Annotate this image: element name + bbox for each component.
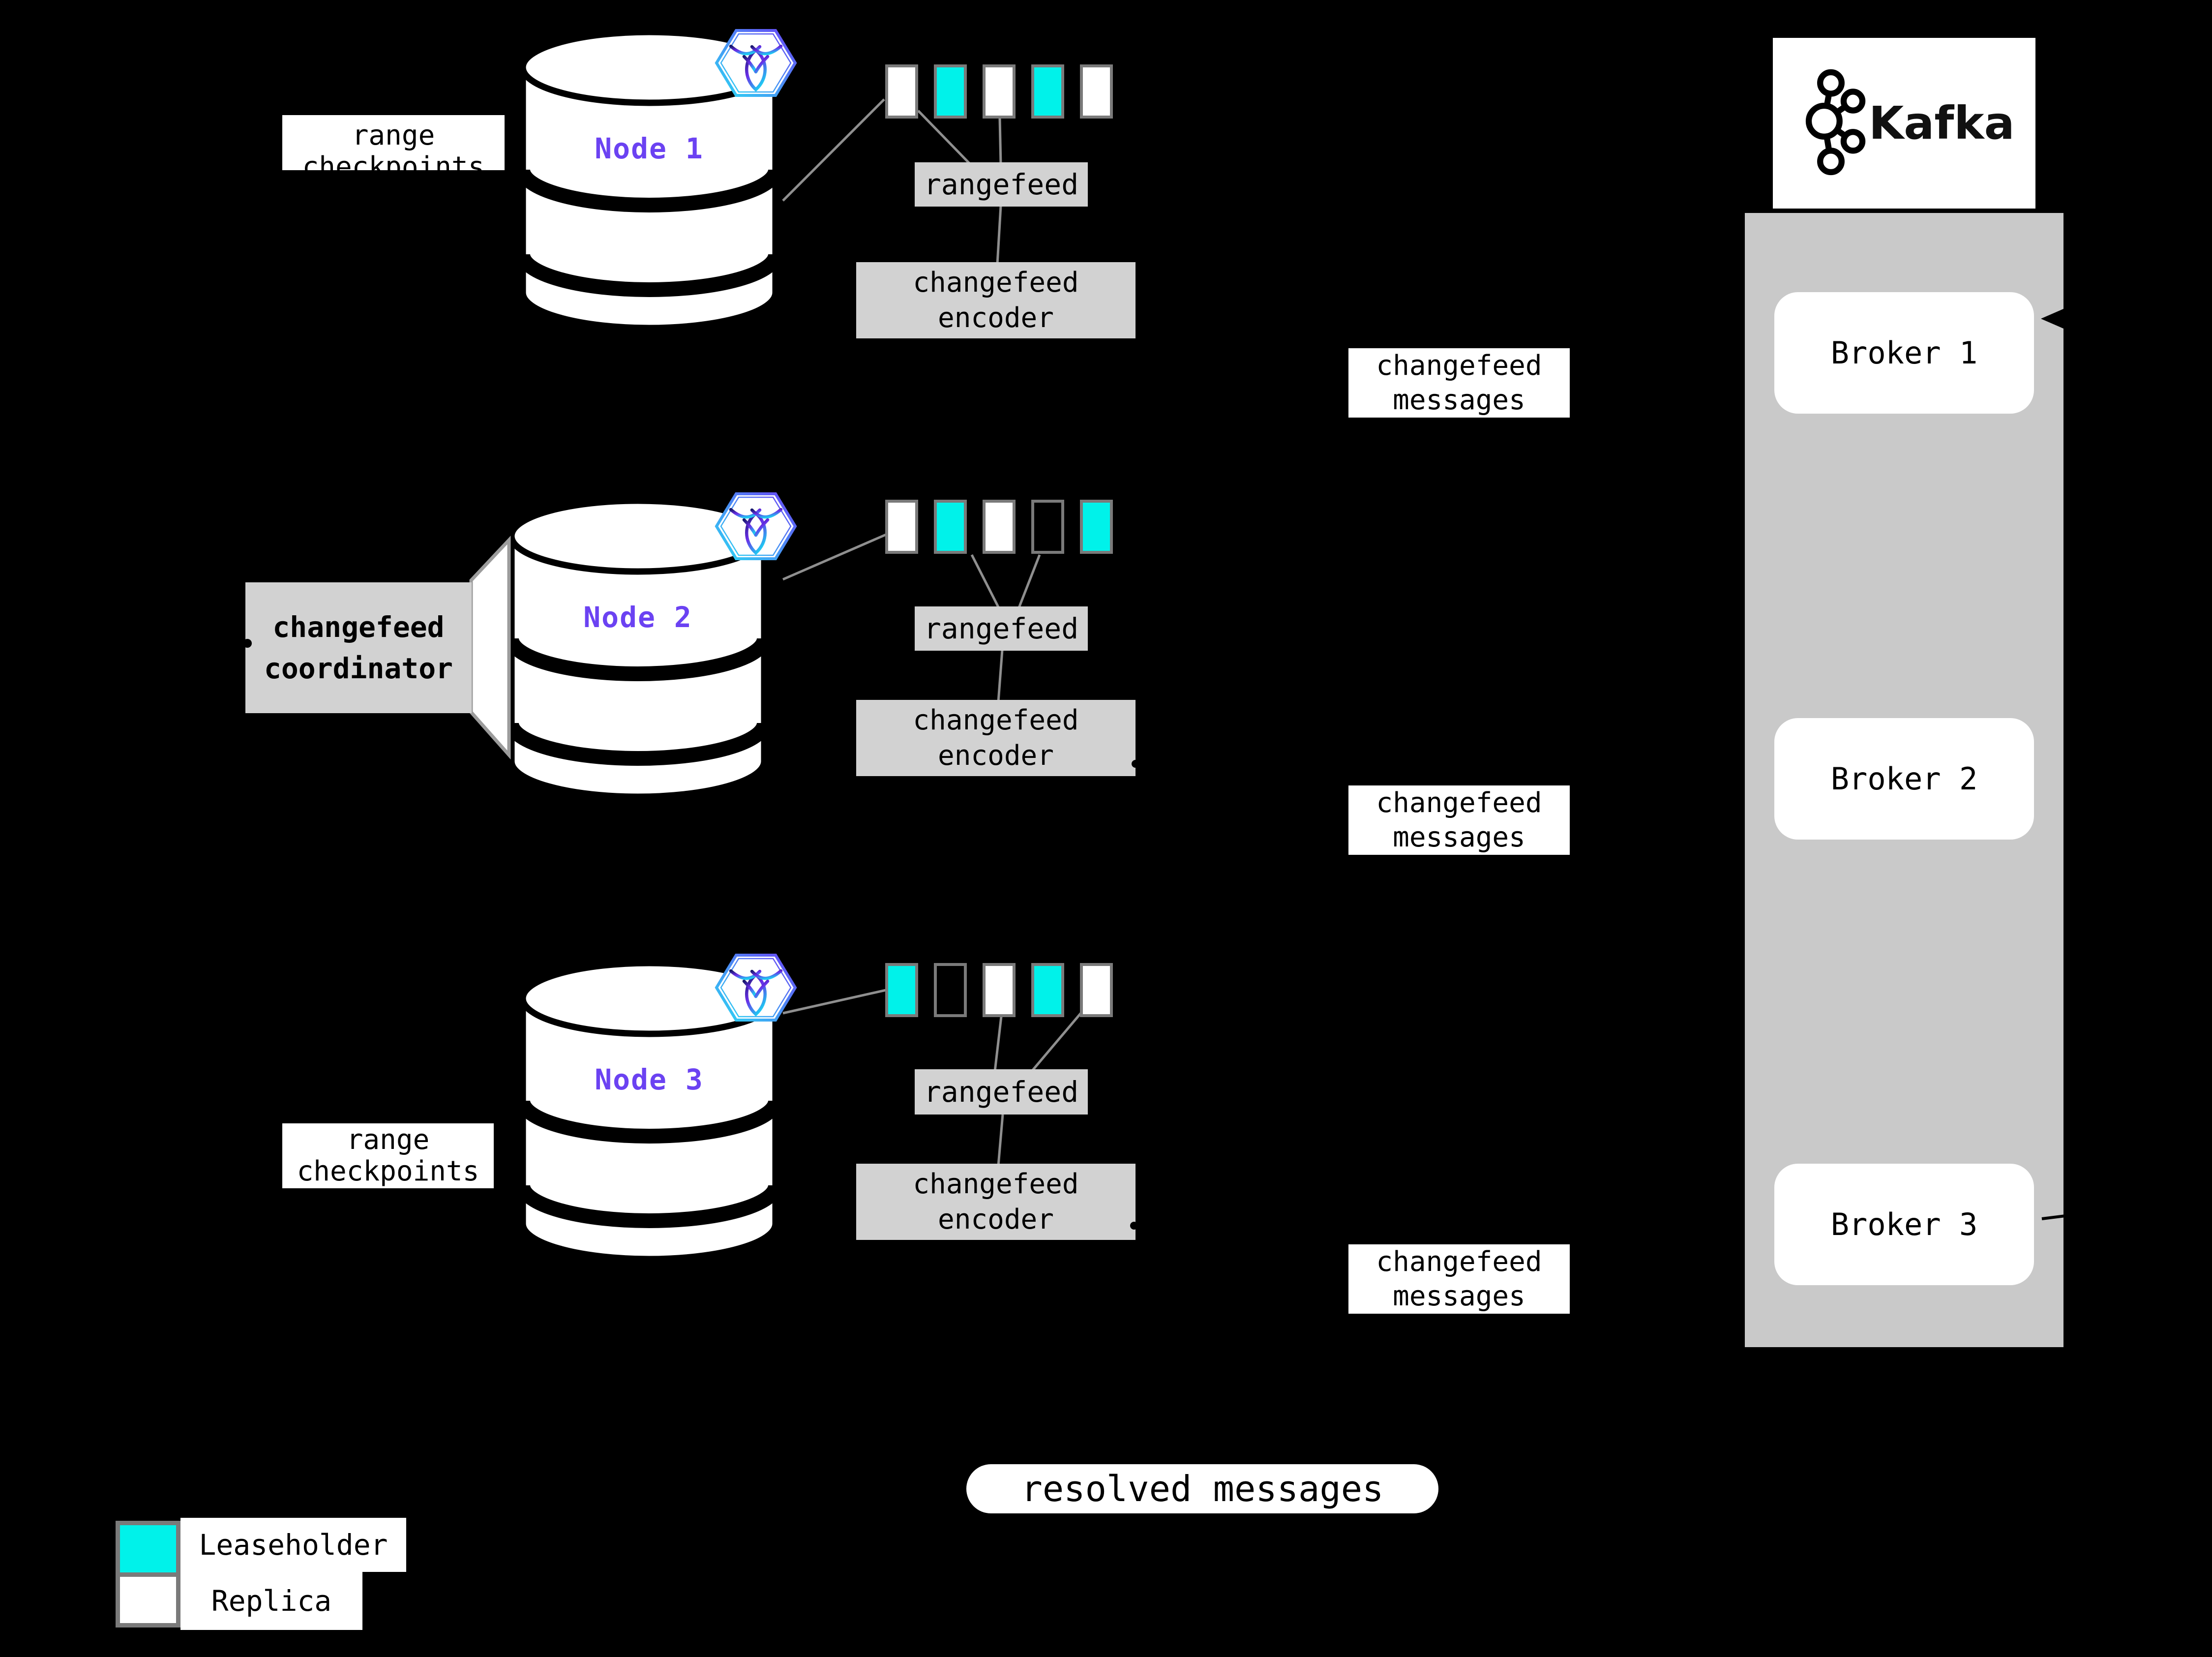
node-1-label: Node 1 [595,132,704,165]
kafka-broker-3: Broker 3 [1774,1164,2034,1285]
changefeed-encoder-box-node1: changefeed encoder [856,262,1136,338]
rangefeed-box-node3: rangefeed [915,1069,1088,1115]
broker-1-label: Broker 1 [1830,335,1978,371]
changefeed-encoder-box-node3: changefeed encoder [856,1164,1136,1240]
node-3-database-cylinder [519,960,779,1263]
rangefeed-box-node1: rangefeed [915,162,1088,207]
changefeed-encoder-box-node2: changefeed encoder [856,700,1136,776]
node-3-label: Node 3 [595,1063,704,1096]
range-square [1080,963,1113,1017]
range-square [1031,963,1064,1017]
kafka-broker-1: Broker 1 [1774,292,2034,414]
changefeed-messages-label-1: changefeed messages [1348,348,1570,418]
range-square [934,64,967,119]
node-2-database-cylinder [508,497,768,800]
changefeed-messages-label-2: changefeed messages [1348,785,1570,855]
range-checkpoints-label-node1: range checkpoints [282,115,505,170]
kafka-title: Kafka [1869,97,2015,150]
rangefeed-box-node2: rangefeed [915,606,1088,651]
range-square [983,64,1016,119]
range-square [885,963,918,1017]
range-square [1080,500,1113,554]
cockroachdb-icon [715,492,797,560]
range-checkpoints-label-node3: range checkpoints [282,1123,494,1188]
cockroachdb-icon [715,954,797,1022]
broker-2-label: Broker 2 [1830,761,1978,797]
range-square [1031,64,1064,119]
broker-3-label: Broker 3 [1830,1206,1978,1242]
range-square [885,500,918,554]
node-2-label: Node 2 [583,601,692,634]
node-1-database-cylinder [519,29,779,331]
range-square [1080,64,1113,119]
kafka-icon [1805,69,1866,176]
range-square [934,500,967,554]
range-square [983,963,1016,1017]
resolved-messages-label: resolved messages [966,1464,1438,1513]
kafka-broker-2: Broker 2 [1774,718,2034,840]
range-square [983,500,1016,554]
range-square [934,963,967,1017]
range-square [885,64,918,119]
changefeed-coordinator-label: changefeed coordinator [245,582,472,713]
range-square [1031,500,1064,554]
legend-replica-swatch [116,1572,180,1627]
cockroachdb-icon [715,29,797,97]
changefeed-messages-label-3: changefeed messages [1348,1244,1570,1314]
legend-leaseholder-label: Leaseholder [180,1518,406,1572]
legend-replica-label: Replica [180,1572,362,1630]
